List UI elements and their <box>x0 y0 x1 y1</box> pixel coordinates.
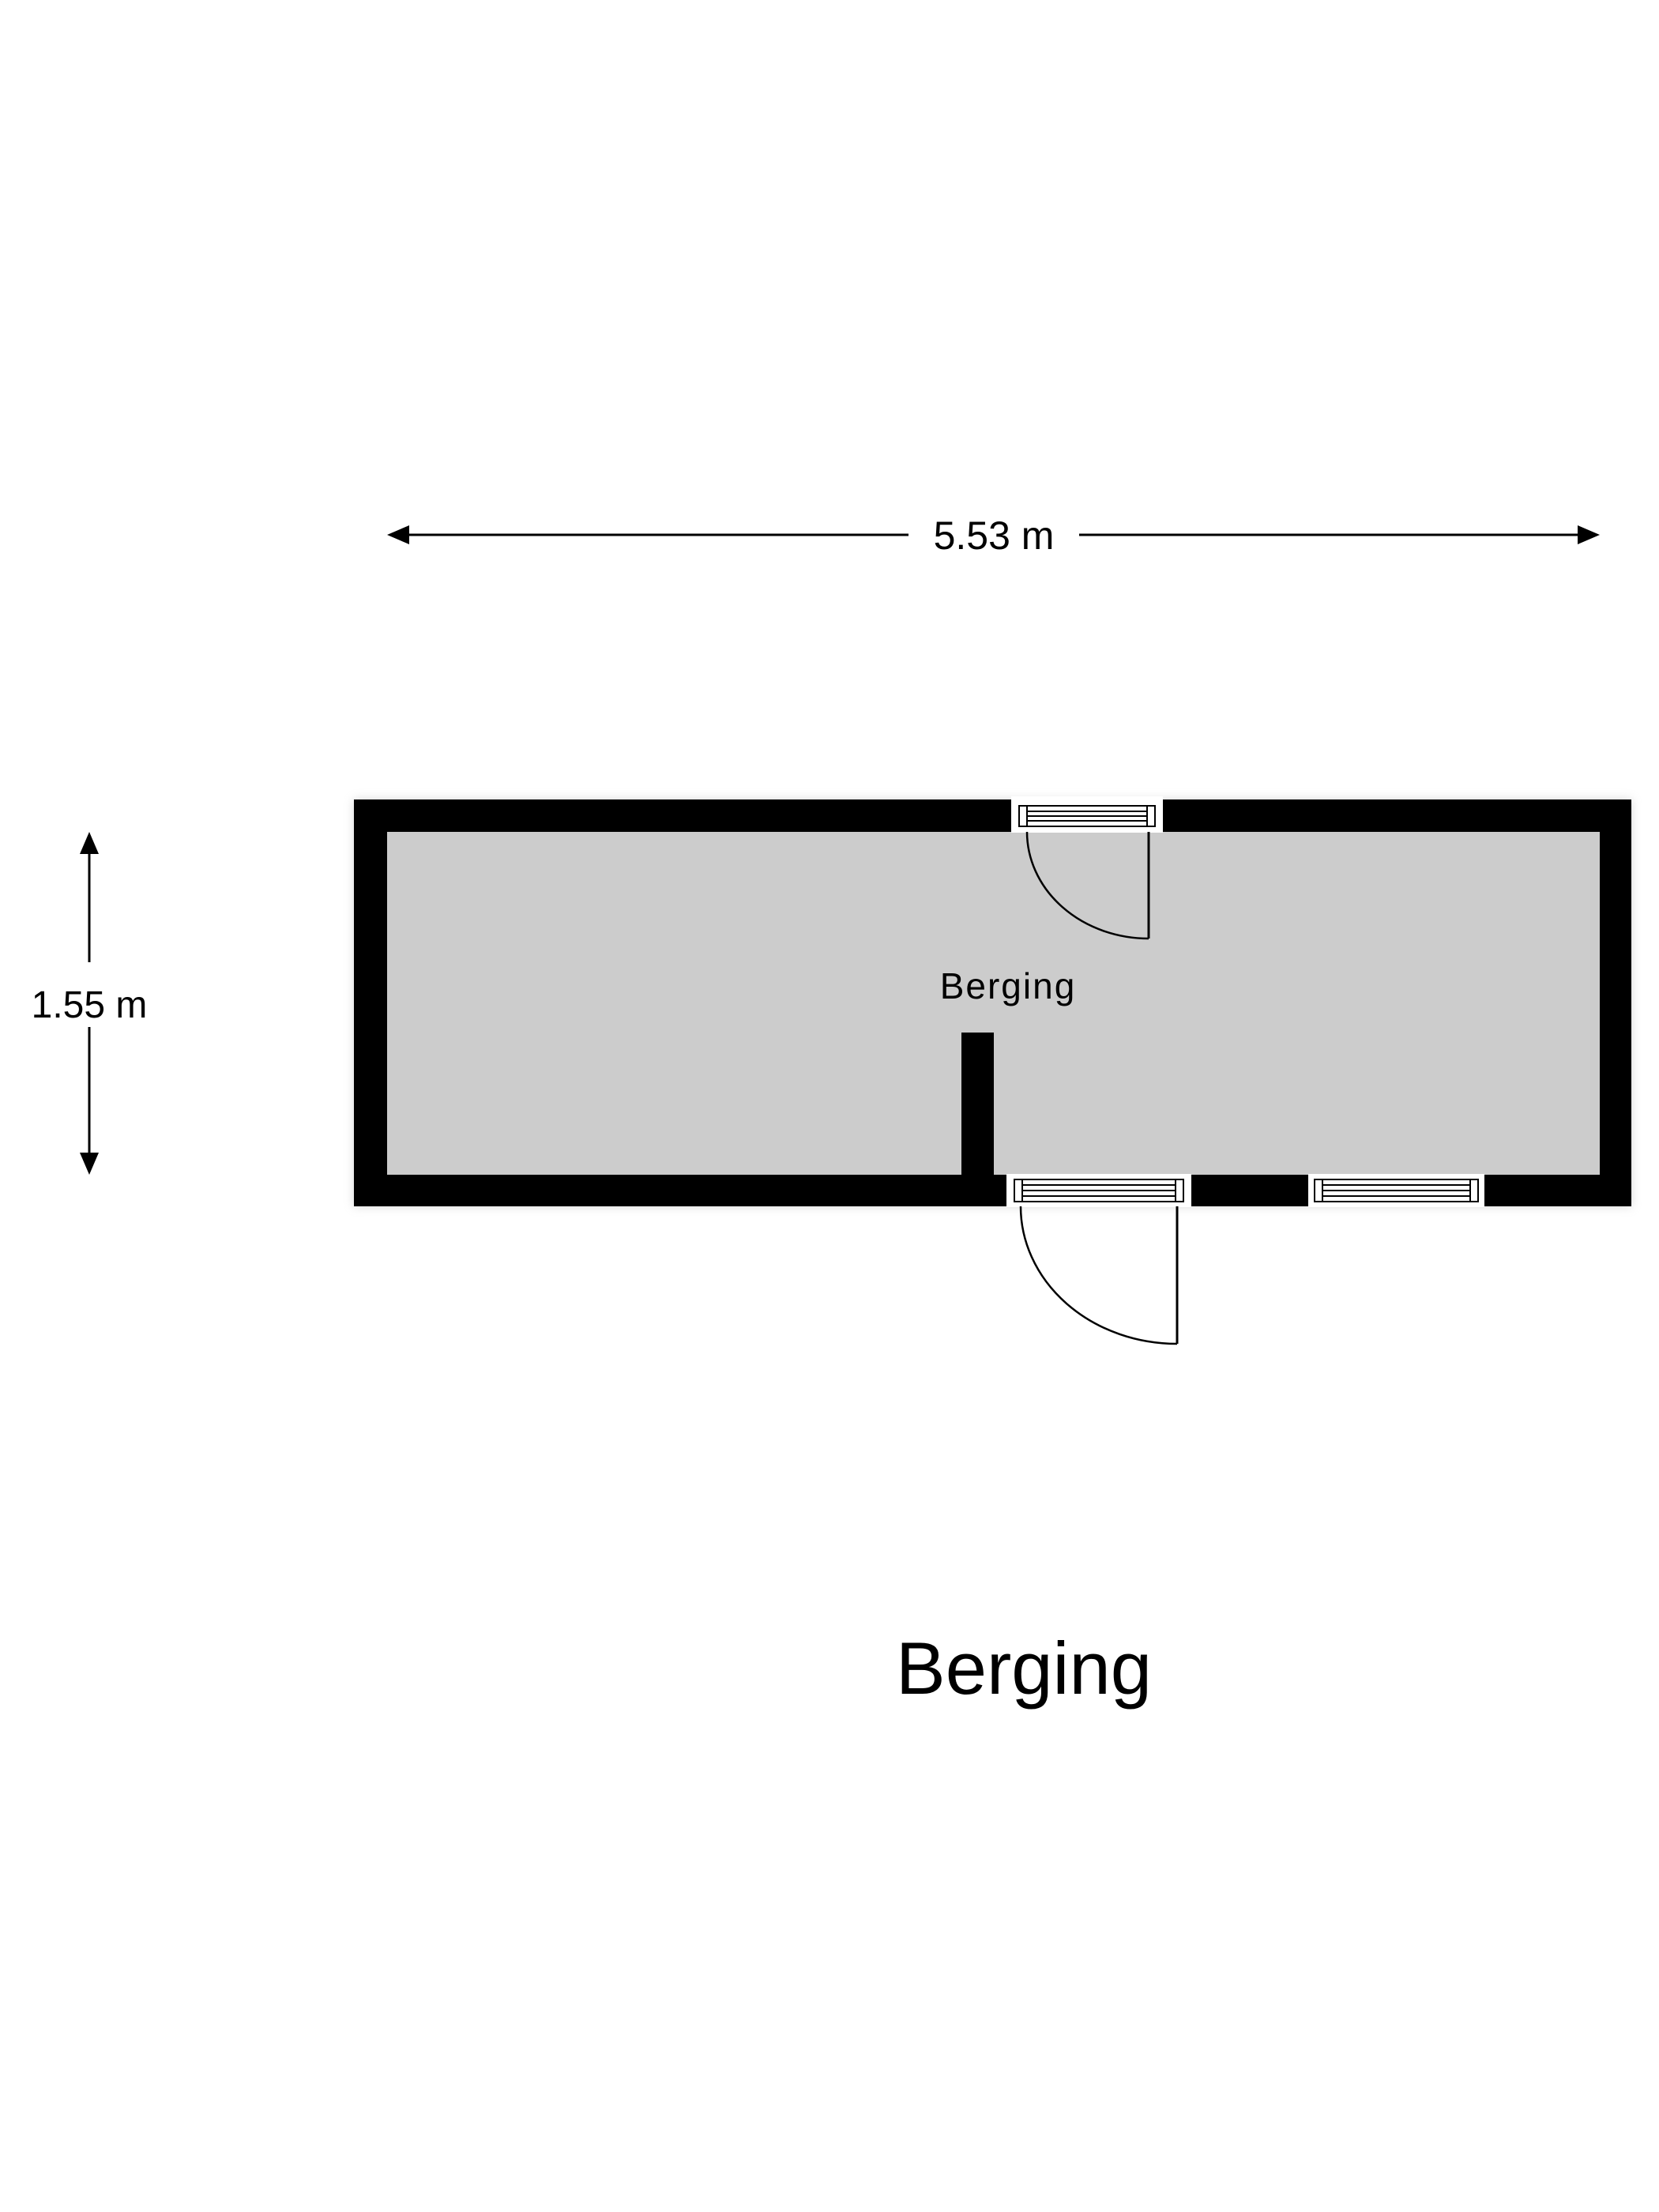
arrow-down-icon <box>80 1153 99 1175</box>
width-dimension: 5.53 m <box>387 514 1600 558</box>
room-label: Berging <box>940 965 1077 1006</box>
plan-title: Berging <box>896 1627 1152 1710</box>
height-dimension-label: 1.55 m <box>32 984 148 1026</box>
width-dimension-label: 5.53 m <box>934 514 1055 558</box>
room-berging: Berging <box>354 796 1631 1345</box>
arrow-left-icon <box>387 525 409 544</box>
partition-wall <box>961 1033 994 1191</box>
top-door <box>1011 796 1163 940</box>
bottom-door <box>1006 1174 1191 1345</box>
arrow-right-icon <box>1578 525 1600 544</box>
arrow-up-icon <box>80 832 99 854</box>
bottom-window <box>1308 1174 1484 1207</box>
height-dimension: 1.55 m <box>32 832 148 1175</box>
